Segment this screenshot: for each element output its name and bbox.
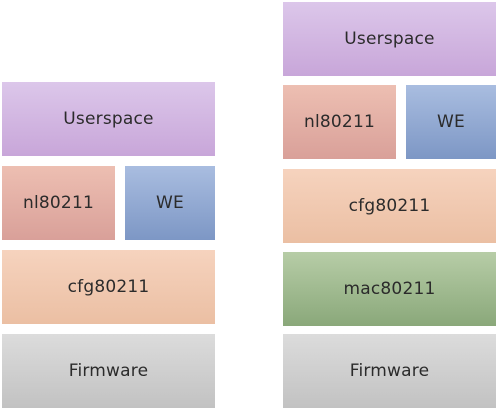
left-userspace-layer: Userspace <box>2 82 215 156</box>
right-mac80211-label: mac80211 <box>343 279 436 299</box>
left-firmware-layer: Firmware <box>2 334 215 408</box>
left-nl80211-label: nl80211 <box>23 193 94 213</box>
left-we-label: WE <box>156 193 184 213</box>
left-we-layer: WE <box>125 166 215 240</box>
right-cfg80211-layer: cfg80211 <box>283 169 496 243</box>
right-mac80211-layer: mac80211 <box>283 252 496 326</box>
left-nl80211-layer: nl80211 <box>2 166 115 240</box>
right-stack: Userspace nl80211 WE cfg80211 mac80211 F… <box>280 0 499 411</box>
left-firmware-label: Firmware <box>68 361 149 381</box>
right-nl80211-layer: nl80211 <box>283 85 396 159</box>
left-cfg80211-layer: cfg80211 <box>2 250 215 324</box>
right-userspace-label: Userspace <box>344 29 435 49</box>
right-nl80211-label: nl80211 <box>304 112 375 132</box>
right-userspace-layer: Userspace <box>283 2 496 76</box>
right-cfg80211-label: cfg80211 <box>348 196 431 216</box>
right-we-layer: WE <box>406 85 496 159</box>
left-stack: Userspace nl80211 WE cfg80211 Firmware <box>0 0 230 411</box>
right-firmware-layer: Firmware <box>283 334 496 408</box>
left-userspace-label: Userspace <box>63 109 154 129</box>
left-cfg80211-label: cfg80211 <box>67 277 150 297</box>
right-we-label: WE <box>437 112 465 132</box>
right-firmware-label: Firmware <box>349 361 430 381</box>
